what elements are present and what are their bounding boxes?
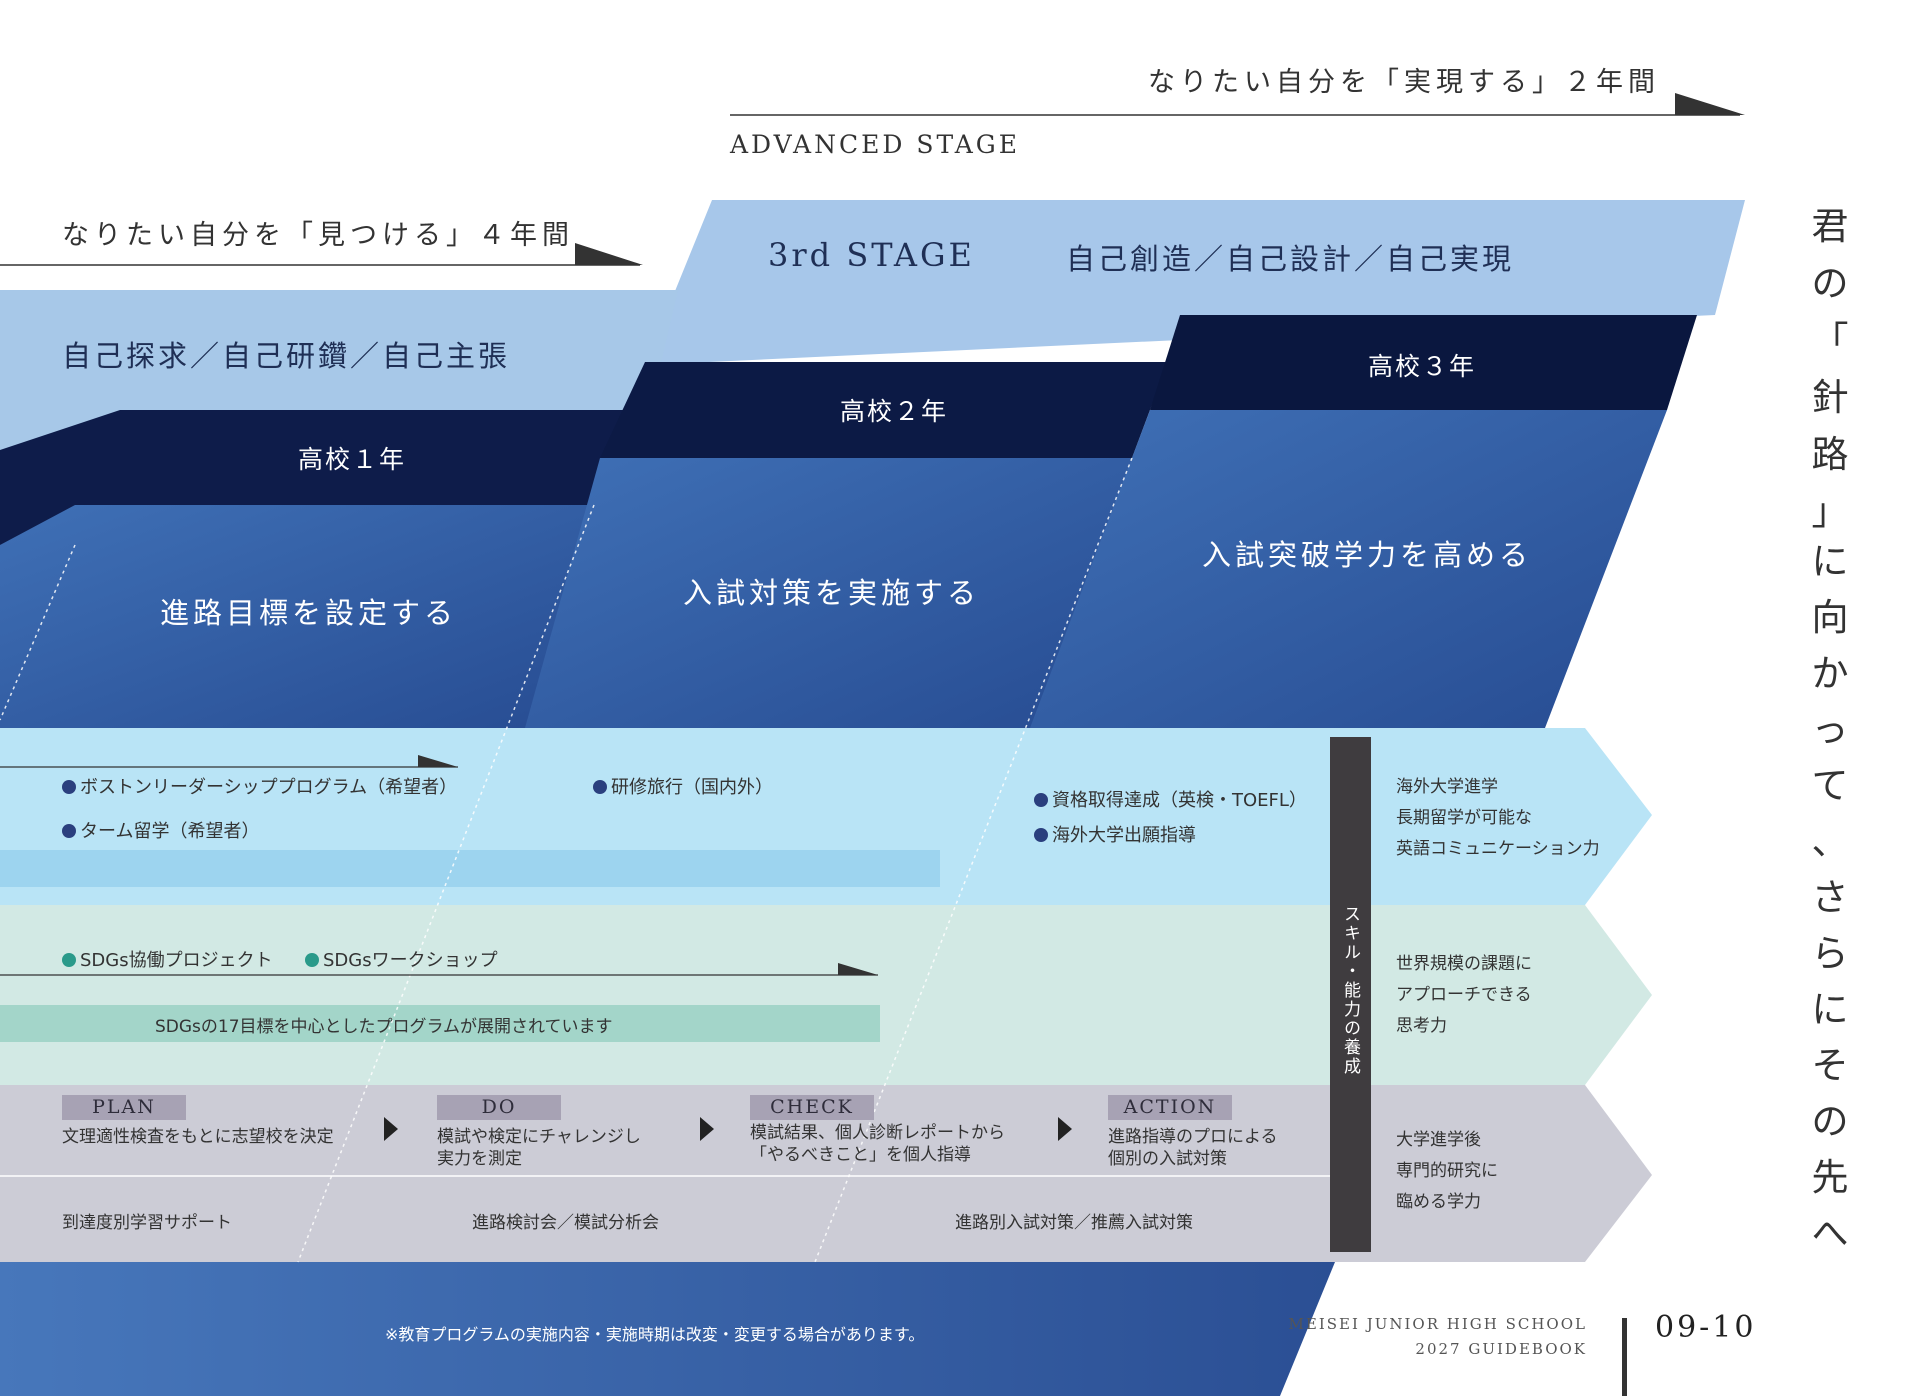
page-number-divider	[1622, 1318, 1627, 1396]
bullet-dot-icon	[62, 824, 76, 838]
grade-label-1: 高校１年	[298, 445, 407, 474]
plan-tag: PLAN	[62, 1095, 186, 1120]
guidebook-label: 2027 GUIDEBOOK	[1415, 1340, 1587, 1358]
sdgs-progress-bar	[0, 1005, 880, 1042]
step-arrow-icon	[1058, 1117, 1072, 1141]
footer-panel-shape	[0, 1262, 1335, 1396]
bullet-dot-icon	[62, 953, 76, 967]
pdca-sub-item: 進路検討会／模試分析会	[472, 1213, 659, 1233]
left-arrow-head	[575, 243, 643, 265]
sdgs-outcome: 世界規模の課題に アプローチできる 思考力	[1396, 954, 1532, 1036]
skill-bar-shape	[1330, 737, 1371, 1252]
skill-bar-label: スキル・能力の養成	[1340, 905, 1360, 1076]
school-name: MEISEI JUNIOR HIGH SCHOOL	[1288, 1315, 1587, 1333]
bullet-dot-icon	[593, 780, 607, 794]
english-progress-bar	[0, 850, 940, 887]
vertical-heading-col2: に 向 か っ て 、 さ ら に そ の 先 へ	[1811, 540, 1849, 1255]
page-numbers: 09-10	[1655, 1310, 1757, 1345]
grade-header-3-shape	[1150, 315, 1697, 410]
grade-goal-3: 入試突破学力を高める	[1202, 538, 1533, 572]
third-stage-title: 3rd STAGE	[768, 236, 975, 274]
step-arrow-icon	[700, 1117, 714, 1141]
step-arrow-icon	[384, 1117, 398, 1141]
bullet-dot-icon	[62, 780, 76, 794]
pdca-sub-item: 到達度別学習サポート	[62, 1213, 232, 1233]
do-tag: DO	[437, 1095, 561, 1120]
vertical-heading-col1: 君 の 「 針 路 」	[1811, 205, 1849, 533]
pdca-band-shape	[0, 1085, 1652, 1262]
check-tag: CHECK	[750, 1095, 874, 1120]
advanced-arrow-head	[1675, 93, 1745, 115]
do-description: 模試や検定にチャレンジし 実力を測定	[437, 1127, 641, 1169]
check-description: 模試結果、個人診断レポートから 「やるべきこと」を個人指導	[750, 1123, 1005, 1165]
sdgs-item: SDGs協働プロジェクト	[62, 946, 273, 972]
goal-panel-2-shape	[525, 458, 1132, 728]
english-item: 海外大学出願指導	[1034, 821, 1196, 847]
goal-panel-3-shape	[1030, 410, 1667, 728]
pdca-outcome: 大学進学後 専門的研究に 臨める学力	[1396, 1130, 1498, 1212]
bullet-dot-icon	[1034, 793, 1048, 807]
left-stage-keywords: 自己探求／自己研鑽／自己主張	[62, 339, 511, 373]
grade-label-2: 高校２年	[840, 397, 949, 426]
advanced-stage-label: ADVANCED STAGE	[730, 130, 1021, 159]
footer-note: ※教育プログラムの実施内容・実施時期は改変・変更する場合があります。	[385, 1325, 925, 1344]
english-arrow-head	[418, 755, 458, 767]
english-item: ターム留学（希望者）	[62, 817, 259, 843]
sdgs-arrow-head	[838, 963, 878, 975]
action-tag: ACTION	[1108, 1095, 1232, 1120]
pdca-sub-item: 進路別入試対策／推薦入試対策	[955, 1213, 1193, 1233]
grade-goal-2: 入試対策を実施する	[683, 576, 981, 610]
sdgs-bar-text: SDGsの17目標を中心としたプログラムが展開されています	[155, 1017, 613, 1037]
bullet-dot-icon	[1034, 828, 1048, 842]
grade-goal-1: 進路目標を設定する	[160, 596, 458, 630]
bullet-dot-icon	[305, 953, 319, 967]
english-outcome: 海外大学進学 長期留学が可能な 英語コミュニケーション力	[1396, 777, 1600, 859]
plan-description: 文理適性検査をもとに志望校を決定	[62, 1127, 334, 1147]
english-item: 資格取得達成（英検・TOEFL）	[1034, 786, 1307, 812]
left-caption: なりたい自分を「見つける」４年間	[62, 220, 574, 251]
goal-panel-1-shape	[0, 505, 594, 728]
third-stage-keywords: 自己創造／自己設計／自己実現	[1066, 242, 1515, 276]
sdgs-item: SDGsワークショップ	[305, 946, 498, 972]
grade-label-3: 高校３年	[1368, 352, 1477, 381]
english-item: ボストンリーダーシッププログラム（希望者）	[62, 773, 457, 799]
english-item: 研修旅行（国内外）	[593, 773, 773, 799]
grade-header-2-shape	[600, 362, 1168, 458]
advanced-caption: なりたい自分を「実現する」２年間	[1148, 67, 1660, 98]
dotted-diagonal-2	[297, 504, 595, 1263]
action-description: 進路指導のプロによる 個別の入試対策	[1108, 1127, 1278, 1169]
